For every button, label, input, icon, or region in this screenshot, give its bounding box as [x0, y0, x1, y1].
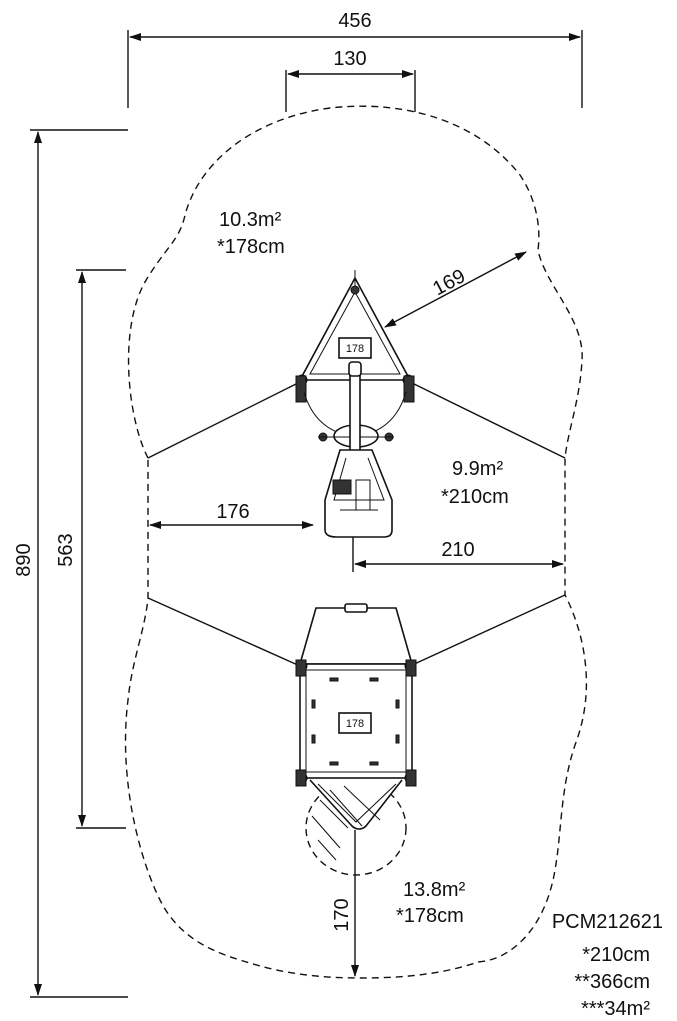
- dim-top-width: 130: [333, 48, 366, 70]
- dim-bottom-offset: 170: [331, 898, 353, 931]
- area-upper-left: 10.3m²: [219, 209, 282, 231]
- upper-platform-equipment: 178: [295, 270, 415, 538]
- upper-tag-box: [338, 337, 372, 359]
- height-bottom: *178cm: [396, 905, 464, 927]
- product-spec-1: *210cm: [582, 944, 650, 966]
- dim-line-radius: [384, 251, 527, 328]
- area-right: 9.9m²: [452, 458, 503, 480]
- dim-right-offset: 210: [441, 539, 474, 561]
- dim-inner-height: 563: [55, 533, 77, 566]
- zone-line-upper-right: [409, 381, 566, 459]
- product-spec-3: ***34m²: [581, 998, 650, 1020]
- dim-overall-height: 890: [13, 543, 35, 576]
- lower-tag-box: [338, 712, 372, 734]
- safety-zone-outline: [124, 105, 588, 979]
- zone-line-lower-right: [409, 594, 566, 667]
- area-bottom: 13.8m²: [403, 879, 466, 901]
- dim-radius: 169: [429, 265, 469, 300]
- dim-left-offset: 176: [216, 501, 249, 523]
- lower-tag-label: 178: [346, 718, 364, 730]
- height-right: *210cm: [441, 486, 509, 508]
- height-upper-left: *178cm: [217, 236, 285, 258]
- product-spec-2: **366cm: [574, 971, 650, 993]
- upper-tag-label: 178: [346, 343, 364, 355]
- product-code: PCM212621: [552, 911, 663, 933]
- dim-overall-width: 456: [338, 10, 371, 32]
- lower-platform-equipment: 178: [295, 603, 417, 861]
- zone-line-upper-left: [147, 381, 301, 459]
- zone-line-lower-left: [147, 597, 301, 667]
